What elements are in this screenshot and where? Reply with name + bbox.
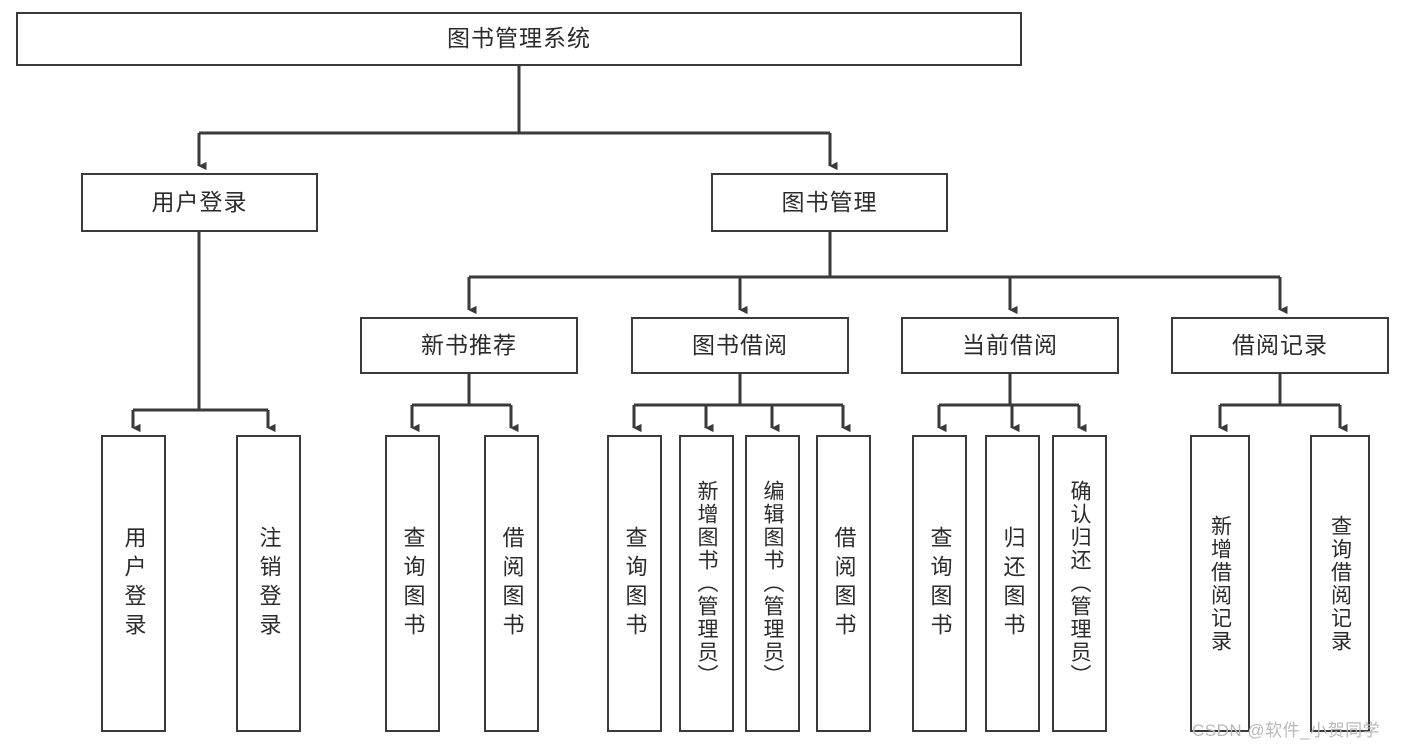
node-label: 编辑图书（管理员） xyxy=(761,480,784,687)
leaf-confirm-return-admin[interactable]: 确认归还（管理员） xyxy=(1052,435,1107,732)
node-label: 查询借阅记录 xyxy=(1328,514,1352,653)
node-label: 当前借阅 xyxy=(962,331,1058,358)
node-label: 图书借阅 xyxy=(692,331,788,358)
node-new-book-recommend[interactable]: 新书推荐 xyxy=(360,317,578,374)
node-label: 用户登录 xyxy=(151,188,248,215)
leaf-borrow-book-recommend[interactable]: 借阅图书 xyxy=(484,435,539,732)
node-user-login[interactable]: 用户登录 xyxy=(81,173,318,232)
leaf-add-borrow-record[interactable]: 新增借阅记录 xyxy=(1190,435,1250,732)
node-label: 新增借阅记录 xyxy=(1208,514,1232,653)
node-borrow-record[interactable]: 借阅记录 xyxy=(1171,317,1389,374)
node-label: 借阅图书 xyxy=(831,525,857,642)
node-label: 确认归还（管理员） xyxy=(1068,480,1091,687)
leaf-logout[interactable]: 注销登录 xyxy=(236,435,301,732)
node-label: 注销登录 xyxy=(256,525,282,642)
node-label: 新增图书（管理员） xyxy=(695,480,718,687)
node-label: 图书管理系统 xyxy=(447,25,591,52)
node-label: 用户登录 xyxy=(121,525,147,642)
node-book-borrow[interactable]: 图书借阅 xyxy=(631,317,849,374)
node-label: 查询图书 xyxy=(622,525,648,642)
node-label: 查询图书 xyxy=(927,525,953,642)
node-label: 新书推荐 xyxy=(421,331,517,358)
leaf-edit-book-admin[interactable]: 编辑图书（管理员） xyxy=(745,435,800,732)
leaf-user-login[interactable]: 用户登录 xyxy=(101,435,166,732)
leaf-query-book-recommend[interactable]: 查询图书 xyxy=(385,435,440,732)
node-current-borrow[interactable]: 当前借阅 xyxy=(901,317,1119,374)
node-label: 图书管理 xyxy=(781,188,878,215)
node-label: 借阅图书 xyxy=(499,525,525,642)
node-book-management[interactable]: 图书管理 xyxy=(711,173,948,232)
leaf-add-book-admin[interactable]: 新增图书（管理员） xyxy=(679,435,734,732)
leaf-borrow-book[interactable]: 借阅图书 xyxy=(816,435,871,732)
leaf-query-book-current[interactable]: 查询图书 xyxy=(912,435,967,732)
leaf-return-book[interactable]: 归还图书 xyxy=(985,435,1040,732)
leaf-query-book-borrow[interactable]: 查询图书 xyxy=(607,435,662,732)
leaf-query-borrow-record[interactable]: 查询借阅记录 xyxy=(1310,435,1370,732)
node-label: 归还图书 xyxy=(1000,525,1026,642)
node-label: 借阅记录 xyxy=(1232,331,1328,358)
node-label: 查询图书 xyxy=(400,525,426,642)
node-root-system[interactable]: 图书管理系统 xyxy=(16,12,1022,66)
